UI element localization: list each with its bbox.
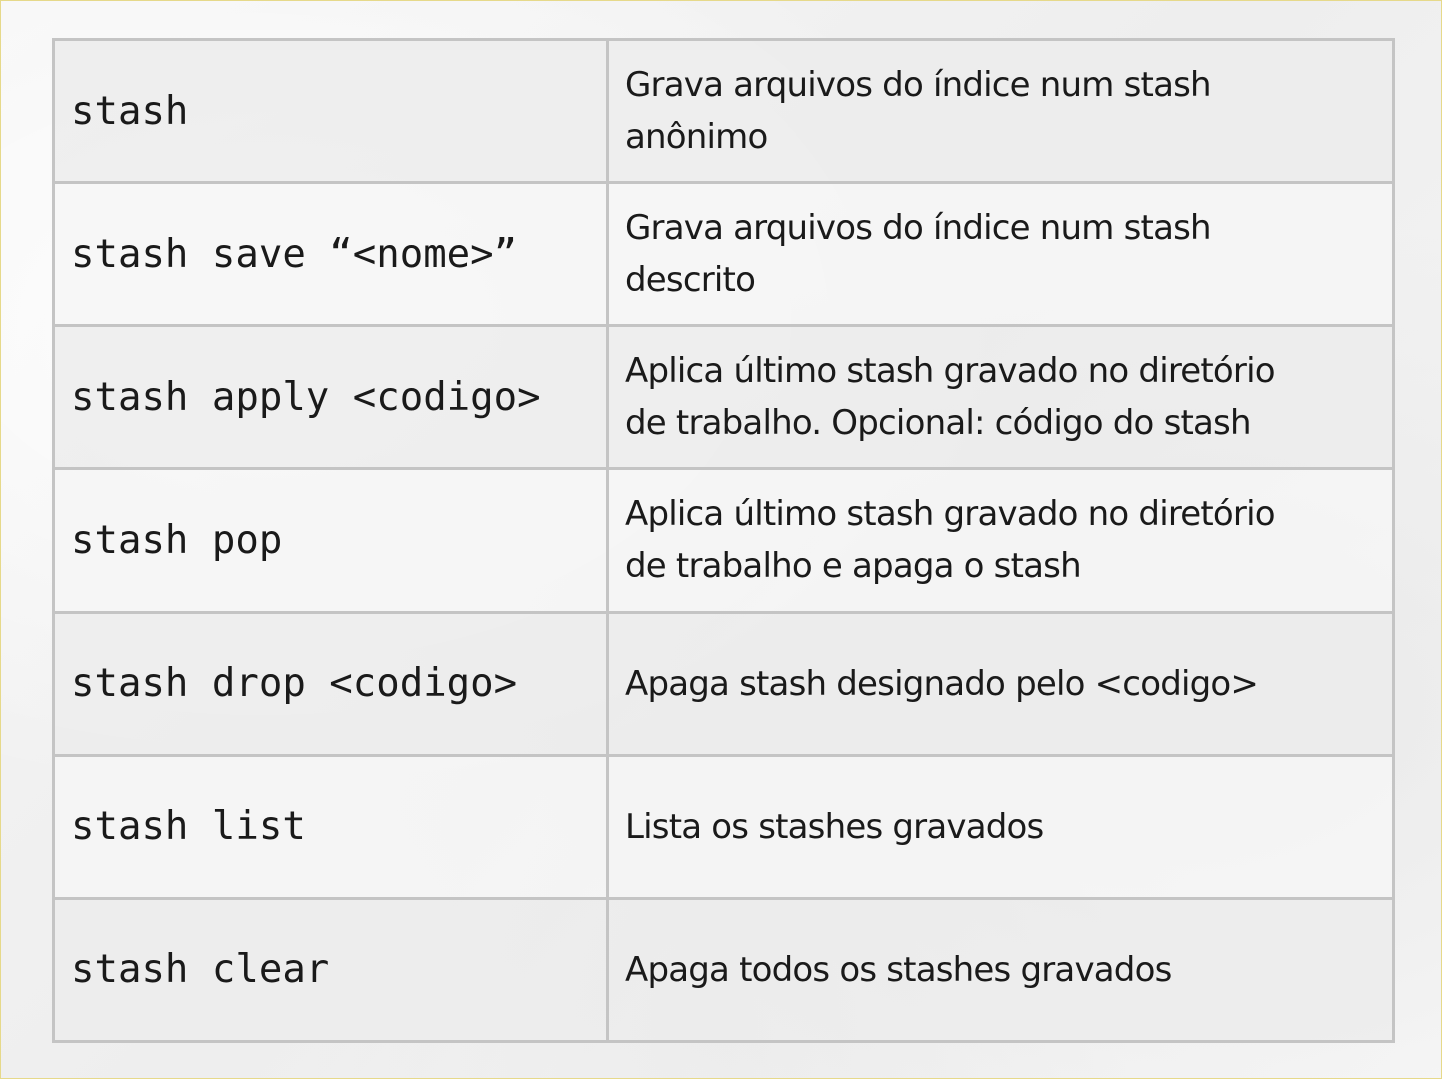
- description-cell: Grava arquivos do índice num stash descr…: [606, 181, 1395, 328]
- description-cell: Apaga stash designado pelo <codigo>: [606, 610, 1395, 757]
- description-line: Lista os stashes gravados: [625, 806, 1044, 847]
- command-cell: stash pop: [52, 467, 609, 614]
- table-row: stash clear Apaga todos os stashes grava…: [52, 896, 1395, 1044]
- table-row: stash pop Aplica último stash gravado no…: [52, 467, 1395, 614]
- table-row: stash drop <codigo> Apaga stash designad…: [52, 610, 1395, 757]
- description-line: de trabalho e apaga o stash: [625, 546, 1082, 587]
- command-cell: stash clear: [52, 896, 609, 1044]
- command-cell: stash drop <codigo>: [52, 610, 609, 757]
- command-cell: stash apply <codigo>: [52, 324, 609, 471]
- table-row: stash save “<nome>” Grava arquivos do ín…: [52, 181, 1395, 328]
- command-cell: stash save “<nome>”: [52, 181, 609, 328]
- description-line: de trabalho. Opcional: código do stash: [625, 403, 1252, 444]
- table-row: stash list Lista os stashes gravados: [52, 753, 1395, 900]
- description-cell: Aplica último stash gravado no diretório…: [606, 324, 1395, 471]
- table-row: stash Grava arquivos do índice num stash…: [52, 37, 1395, 185]
- description-line: descrito: [625, 260, 756, 301]
- stash-commands-table: stash Grava arquivos do índice num stash…: [52, 37, 1395, 1044]
- command-cell: stash: [52, 37, 609, 185]
- description-line: Grava arquivos do índice num stash: [625, 65, 1212, 106]
- description-line: anônimo: [625, 117, 768, 158]
- description-cell: Aplica último stash gravado no diretório…: [606, 467, 1395, 614]
- description-line: Apaga todos os stashes gravados: [625, 949, 1172, 990]
- description-cell: Grava arquivos do índice num stash anôni…: [606, 37, 1395, 185]
- description-line: Apaga stash designado pelo <codigo>: [625, 663, 1259, 704]
- description-line: Aplica último stash gravado no diretório: [625, 494, 1276, 535]
- description-cell: Lista os stashes gravados: [606, 753, 1395, 900]
- description-line: Aplica último stash gravado no diretório: [625, 351, 1276, 392]
- table-row: stash apply <codigo> Aplica último stash…: [52, 324, 1395, 471]
- command-cell: stash list: [52, 753, 609, 900]
- description-cell: Apaga todos os stashes gravados: [606, 896, 1395, 1044]
- description-line: Grava arquivos do índice num stash: [625, 208, 1212, 249]
